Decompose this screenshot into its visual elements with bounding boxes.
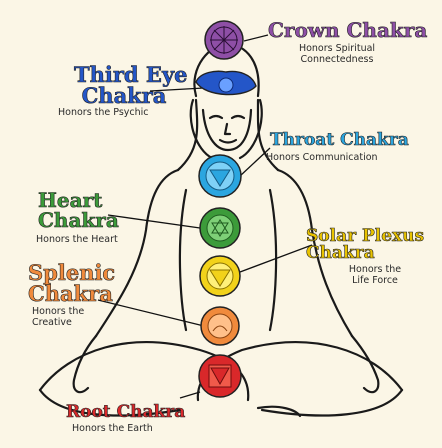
splenic-title-line: Splenic <box>28 260 116 285</box>
root-leader-line <box>179 391 201 399</box>
heart-chakra-symbol <box>199 207 241 249</box>
solar-plexus-subtitle-line: Honors the <box>348 264 402 275</box>
splenic-chakra-symbol <box>200 306 240 346</box>
crown-chakra-subtitle: Honors Spiritual Connectedness <box>281 43 393 66</box>
heart-chakra-subtitle: Honors the Heart <box>36 234 118 245</box>
crown-subtitle-line: Honors Spiritual <box>298 43 376 54</box>
throat-leader-line <box>239 147 271 177</box>
solar-plexus-chakra-symbol <box>199 255 241 297</box>
splenic-chakra-subtitle: Honors the Creative <box>32 306 85 329</box>
solar-plexus-chakra-title: Solar Plexus Chakra <box>306 226 425 263</box>
body-outline <box>38 42 404 418</box>
heart-chakra-title: Heart Chakra <box>38 188 119 232</box>
crown-subtitle-line: Connectedness <box>300 53 374 65</box>
heart-title-line: Heart <box>38 188 103 212</box>
third-eye-title-line: Chakra <box>81 83 167 108</box>
root-chakra-title: Root Chakra <box>66 402 186 422</box>
splenic-subtitle-line: Honors the <box>32 306 85 317</box>
solar-plexus-subtitle-line: Life Force <box>352 274 398 286</box>
crown-leader-line <box>243 34 269 42</box>
throat-chakra-symbol <box>198 154 242 198</box>
splenic-title-line: Chakra <box>28 281 113 306</box>
third-eye-chakra-symbol <box>195 70 257 96</box>
throat-chakra-title: Throat Chakra <box>270 130 409 150</box>
splenic-subtitle-line: Creative <box>32 316 72 328</box>
third-eye-chakra-title: Third Eye Chakra <box>74 62 188 108</box>
solar-plexus-title-line: Solar Plexus <box>306 226 425 246</box>
splenic-chakra-title: Splenic Chakra <box>28 260 116 306</box>
root-chakra-symbol <box>198 354 242 398</box>
third-eye-title-line: Third Eye <box>74 62 188 87</box>
splenic-leader-line <box>97 299 205 327</box>
throat-chakra-subtitle: Honors Communication <box>266 152 378 163</box>
third-eye-chakra-subtitle: Honors the Psychic <box>58 107 149 118</box>
leader-lines <box>97 34 313 399</box>
crown-chakra-title: Crown Chakra <box>268 18 428 42</box>
crown-chakra-symbol <box>204 20 244 60</box>
root-chakra-subtitle: Honors the Earth <box>72 423 153 434</box>
heart-title-line: Chakra <box>38 208 119 232</box>
solar-plexus-chakra-subtitle: Honors the Life Force <box>340 264 410 287</box>
heart-leader-line <box>107 214 201 229</box>
solar-plexus-title-line: Chakra <box>306 243 375 263</box>
third-eye-leader-line <box>149 87 205 92</box>
solar-plexus-leader-line <box>239 244 313 273</box>
